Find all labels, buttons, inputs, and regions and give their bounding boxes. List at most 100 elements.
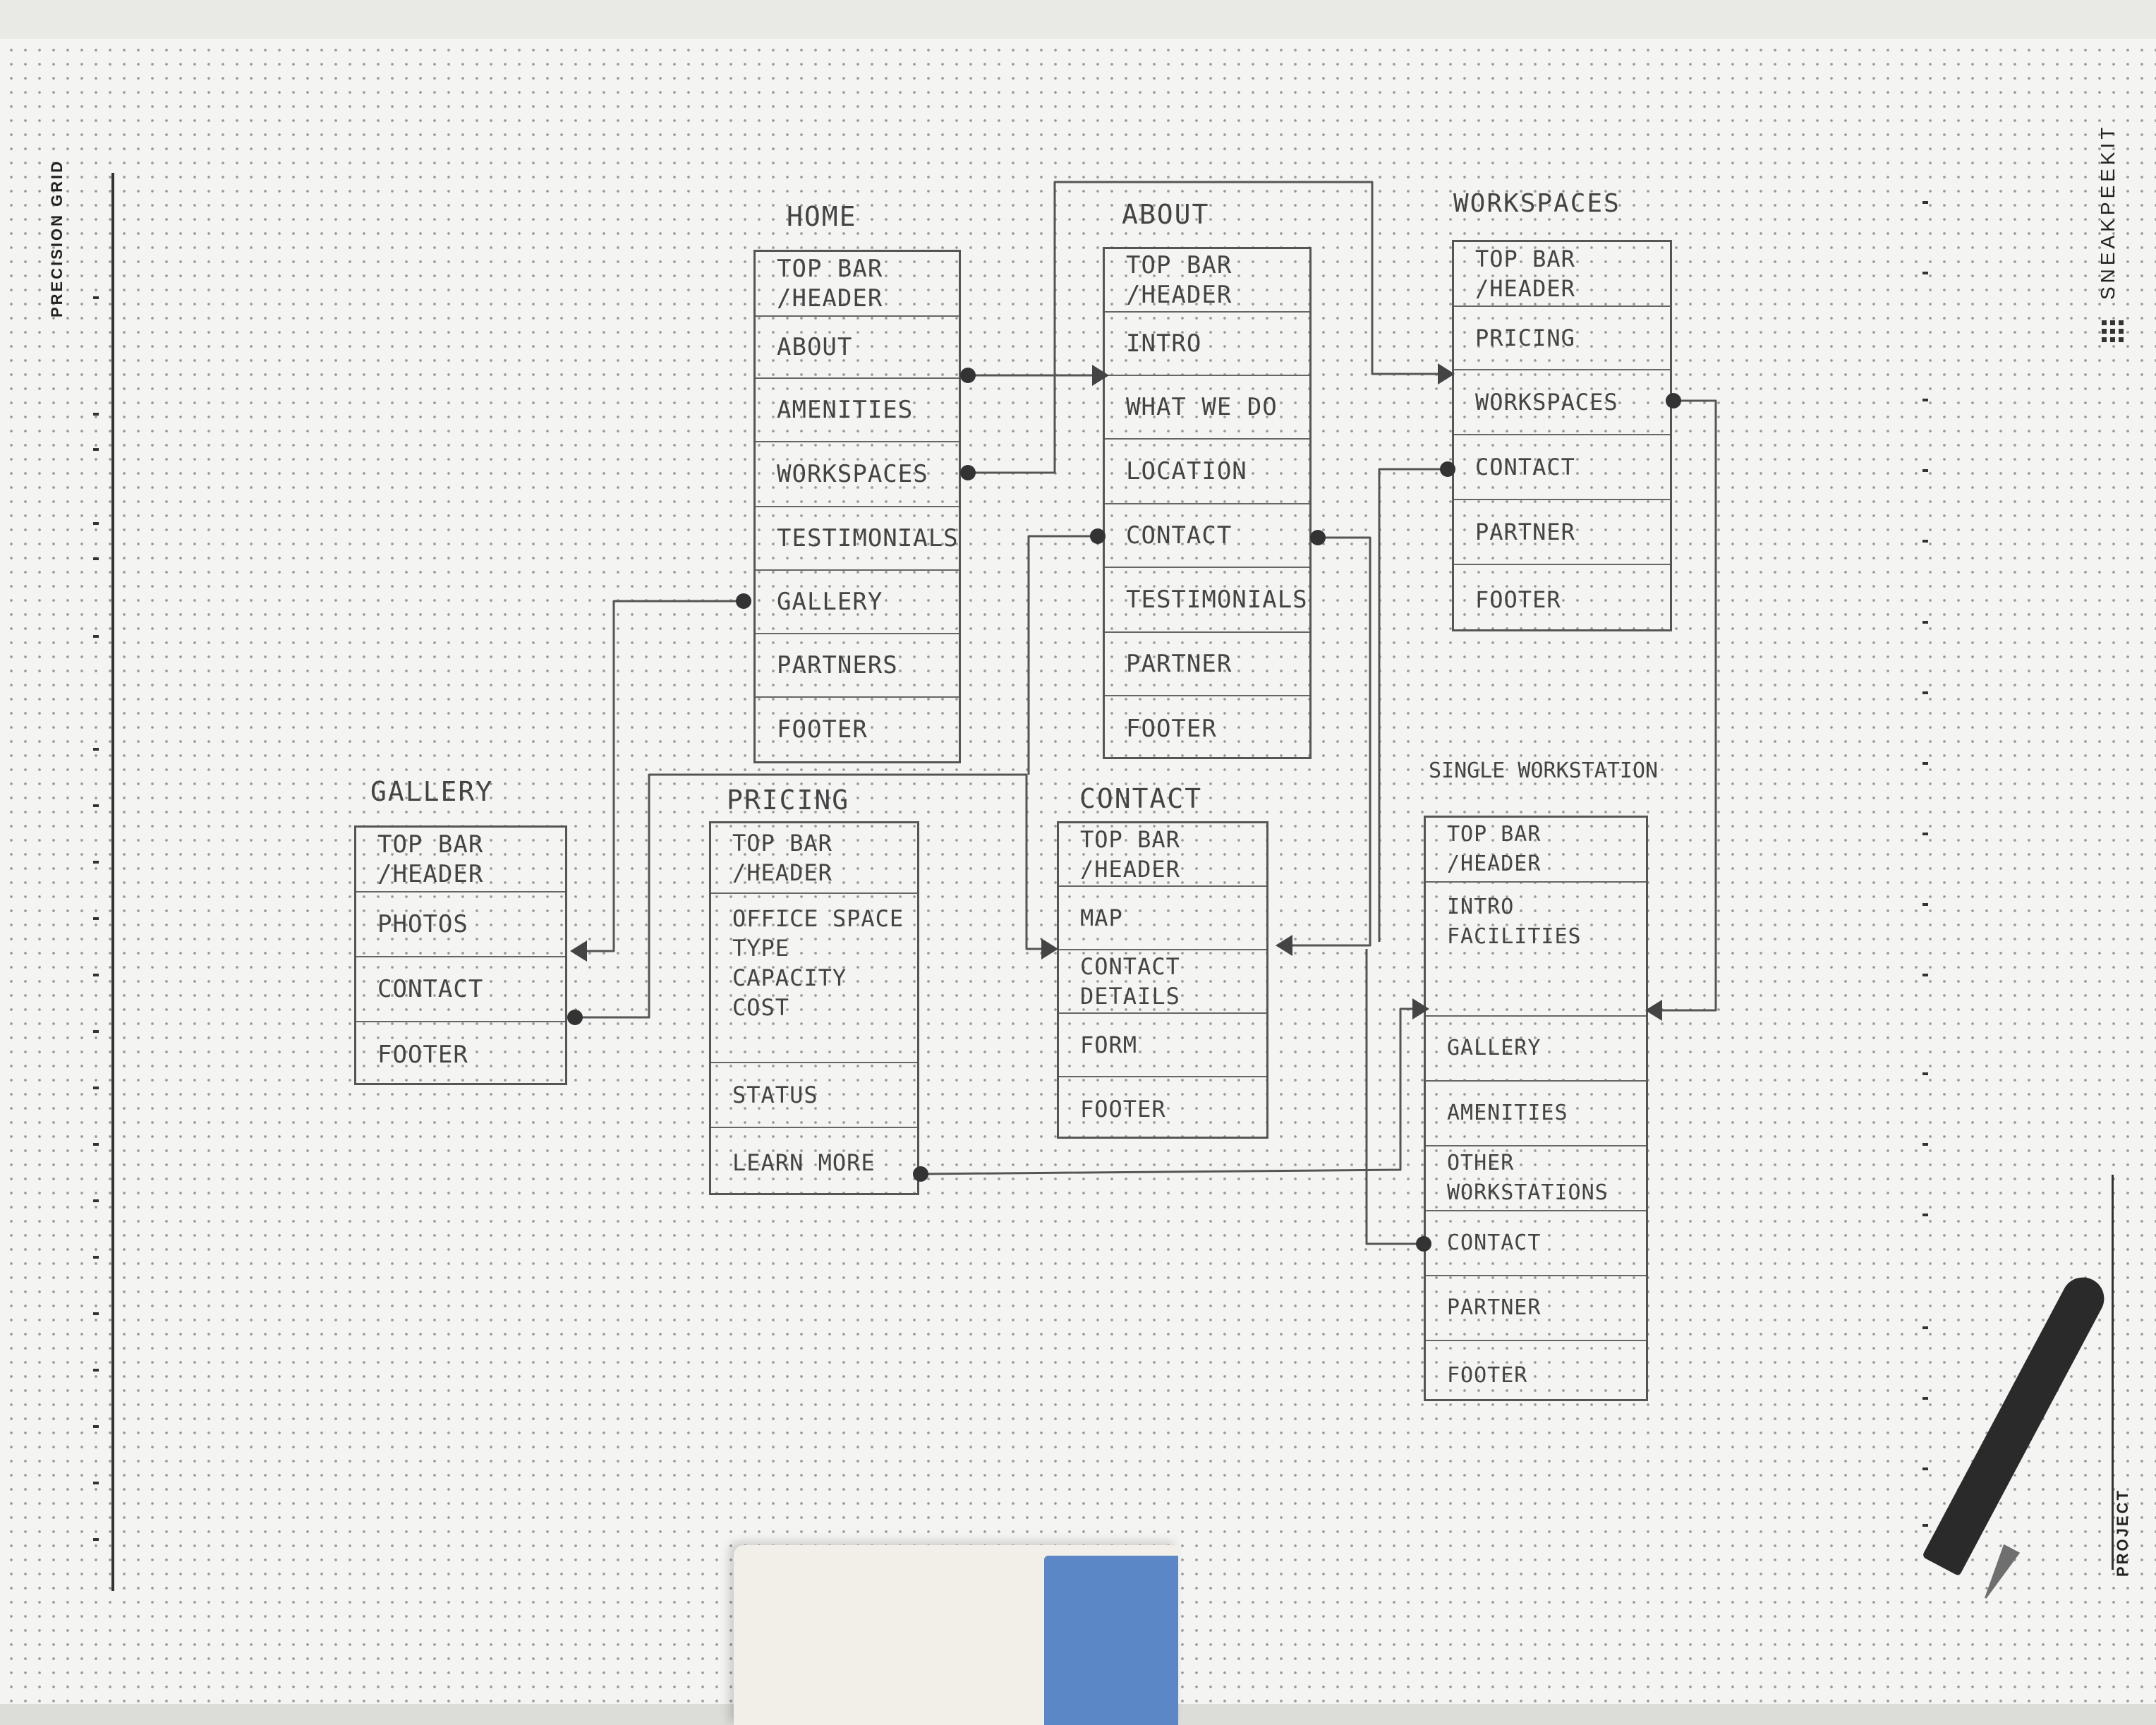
single-section-row: OTHER WORKSTATIONS	[1426, 1146, 1646, 1211]
connector-pricing-single	[920, 1007, 1427, 1175]
grid-dots-icon	[2102, 320, 2124, 342]
margin-tick	[1922, 974, 1928, 976]
contact-section-row: FORM	[1059, 1014, 1266, 1077]
about-section-row: WHAT WE DO	[1105, 376, 1309, 440]
margin-tick	[1922, 1467, 1928, 1470]
margin-tick	[1922, 1072, 1928, 1075]
margin-tick	[1922, 762, 1928, 765]
gallery-section-row: CONTACT	[356, 957, 565, 1022]
left-margin-rule	[111, 173, 114, 1591]
single-card-title: SINGLE WORKSTATION	[1429, 758, 1659, 783]
about-section-row: CONTACT	[1105, 504, 1309, 568]
margin-tick	[93, 804, 99, 807]
contact-section-row: TOP BAR /HEADER	[1059, 823, 1266, 887]
margin-tick	[1922, 1326, 1928, 1329]
margin-tick	[93, 1030, 99, 1033]
connector-arrowhead	[1645, 1000, 1662, 1021]
margin-tick	[93, 1369, 99, 1372]
pricing-card-title: PRICING	[727, 785, 850, 816]
workspaces-section-row: WORKSPACES	[1454, 370, 1670, 435]
margin-tick	[93, 1482, 99, 1484]
connector-gallery-contact	[575, 773, 1057, 1019]
margin-tick	[1922, 540, 1928, 543]
workspaces-card-title: WORKSPACES	[1453, 189, 1621, 218]
pricing-section-row: LEARN MORE	[732, 1149, 876, 1176]
margin-tick	[93, 861, 99, 864]
home-section-row: AMENITIES	[756, 379, 959, 442]
gallery-section-row: FOOTER	[377, 1041, 468, 1069]
connector-start-dot	[960, 368, 976, 383]
pricing-section-row: OFFICE SPACE TYPE CAPACITY COST	[711, 894, 917, 1063]
home-section-row: GALLERY	[756, 571, 959, 634]
margin-tick	[93, 748, 99, 751]
connector-start-dot	[913, 1166, 928, 1182]
margin-tick	[93, 413, 99, 416]
workspaces-section-row: PRICING	[1454, 307, 1670, 370]
about-section-row: FOOTER	[1126, 715, 1217, 743]
home-section-row: PARTNERS	[756, 634, 959, 698]
margin-tick	[1922, 1524, 1928, 1527]
margin-tick	[93, 557, 99, 560]
connector-arrowhead	[1041, 938, 1058, 960]
contact-section-row: CONTACT DETAILS	[1059, 950, 1266, 1014]
about-card-title: ABOUT	[1122, 199, 1210, 230]
about-section-row: INTRO	[1105, 313, 1309, 376]
margin-tick	[93, 448, 99, 451]
connector-about-contact-map	[1277, 536, 1371, 947]
dot-grid-paper	[0, 39, 2156, 1704]
connector-arrowhead	[1412, 998, 1429, 1019]
single-section-row: PARTNER	[1426, 1276, 1646, 1341]
margin-tick	[93, 1538, 99, 1541]
margin-tick	[1922, 399, 1928, 401]
connector-about-contact	[1027, 535, 1098, 775]
connector-start-dot	[1440, 461, 1455, 477]
margin-tick	[93, 635, 99, 638]
margin-tick	[1922, 469, 1928, 472]
connector-workspaces-single	[1651, 399, 1717, 1012]
home-section-row: WORKSPACES	[756, 442, 959, 507]
connector-workspaces-contact	[1378, 468, 1448, 942]
connector-start-dot	[567, 1010, 583, 1025]
contact-section-row: FOOTER	[1080, 1096, 1166, 1122]
margin-tick	[93, 1256, 99, 1259]
margin-tick	[1922, 201, 1928, 204]
margin-tick	[1922, 691, 1928, 694]
connector-arrowhead	[570, 940, 587, 962]
gallery-card-title: GALLERY	[370, 776, 494, 807]
workspaces-section-row: TOP BAR /HEADER	[1454, 242, 1670, 307]
margin-tick	[1922, 1213, 1928, 1216]
margin-tick	[93, 917, 99, 920]
margin-tick	[1922, 903, 1928, 906]
margin-tick	[1922, 272, 1928, 274]
connector-arrowhead	[1276, 935, 1292, 956]
margin-tick	[93, 1425, 99, 1428]
about-section-row: TOP BAR /HEADER	[1105, 249, 1309, 313]
home-section-row: TOP BAR /HEADER	[756, 252, 959, 317]
single-section-row: TOP BAR /HEADER	[1426, 818, 1646, 883]
connector-home-gallery	[571, 600, 744, 952]
connector-start-dot	[1310, 530, 1326, 545]
single-section-row: AMENITIES	[1426, 1082, 1646, 1146]
contact-card-title: CONTACT	[1079, 783, 1203, 814]
home-section-row: FOOTER	[777, 715, 868, 744]
margin-tick	[93, 1199, 99, 1202]
margin-tick	[93, 1143, 99, 1146]
single-section-row: FOOTER	[1447, 1363, 1528, 1388]
gallery-section-row: PHOTOS	[356, 892, 565, 957]
connector-start-dot	[1416, 1236, 1431, 1252]
eraser-sleeve	[1044, 1556, 1178, 1725]
connector-arrowhead	[1438, 363, 1455, 385]
connector-arrowhead	[1092, 365, 1109, 386]
connector-start-dot	[960, 465, 976, 480]
margin-tick	[93, 974, 99, 976]
margin-tick	[1922, 621, 1928, 624]
workspaces-section-row: CONTACT	[1454, 435, 1670, 500]
pricing-section-row: STATUS	[711, 1063, 917, 1128]
